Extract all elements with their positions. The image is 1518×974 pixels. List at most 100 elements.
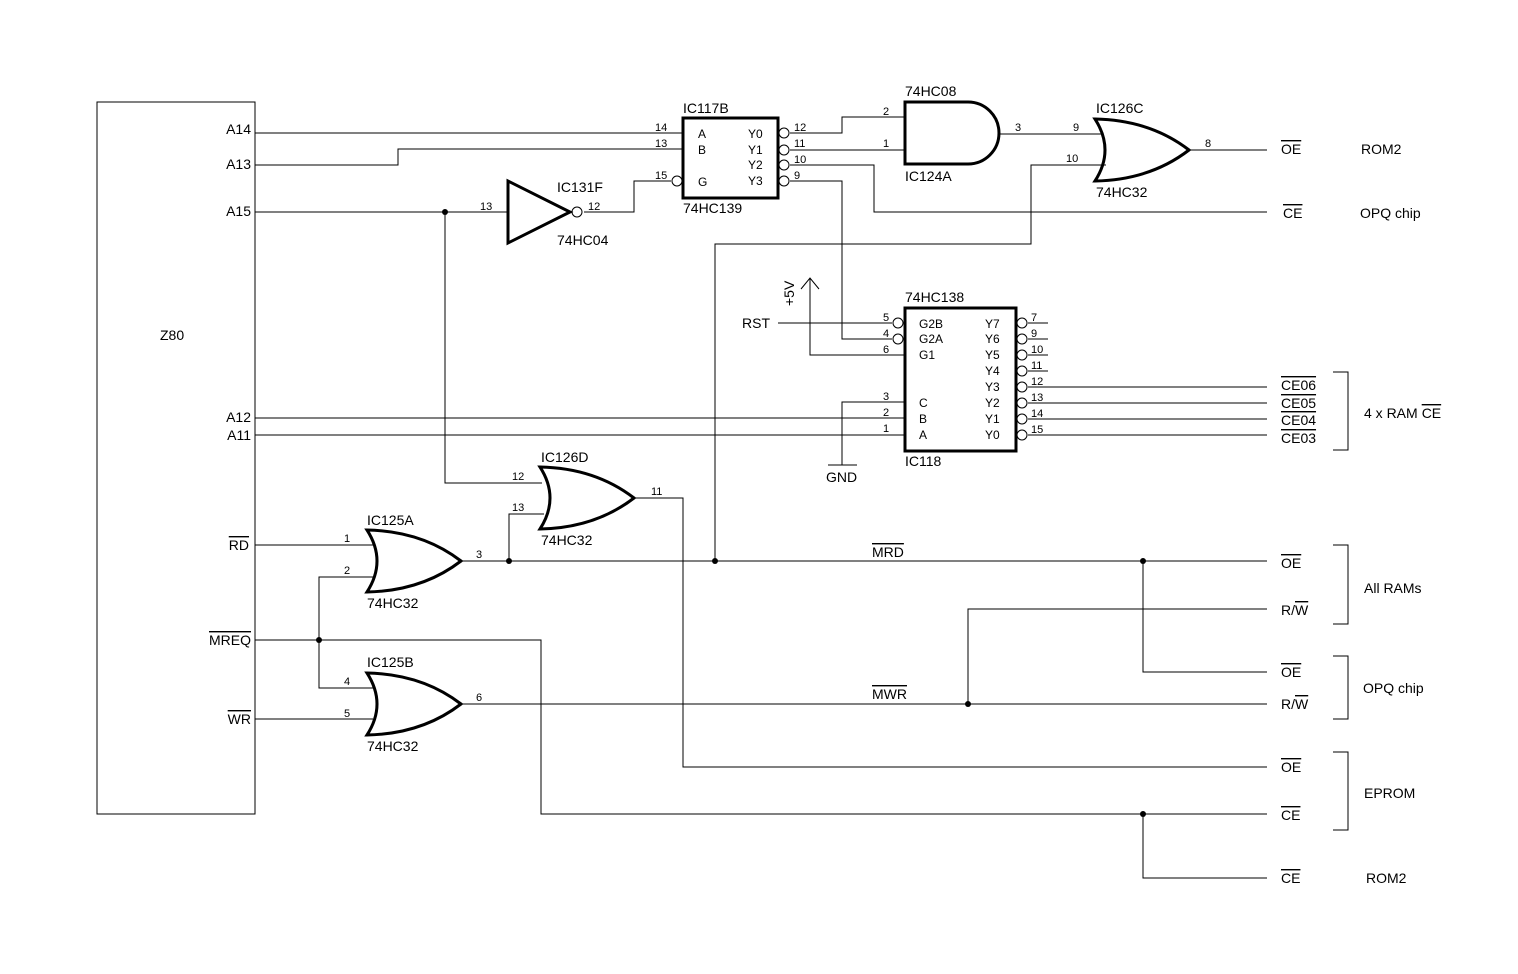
bracket-ram (1333, 371, 1349, 451)
wire-mwr-rams (967, 608, 1267, 704)
bracket-opq (1333, 655, 1349, 720)
ic126d-part: 74HC32 (541, 532, 593, 548)
signal-ce06: CE06 (1281, 377, 1316, 393)
output-bubble (1016, 365, 1028, 377)
ic118-in-g2b: G2B (919, 317, 943, 331)
pin-number: 9 (1031, 328, 1037, 340)
pin-number: 1 (344, 533, 350, 545)
pin-number: 13 (1031, 392, 1043, 404)
z80-pin-wr: WR (228, 711, 251, 727)
dest-ram4-ce: CE (1422, 405, 1441, 421)
output-bubble (1016, 397, 1028, 409)
rst-label: RST (742, 315, 770, 331)
bracket-eprom (1333, 751, 1349, 831)
gnd-label: GND (826, 469, 857, 485)
pin-number: 12 (588, 201, 600, 213)
pin-number: 3 (476, 549, 482, 561)
ic125b-part: 74HC32 (367, 738, 419, 754)
output-bubble (1016, 381, 1028, 393)
output-bubble (1016, 333, 1028, 345)
pin-number: 4 (344, 676, 350, 688)
wire-mreq (255, 639, 1267, 815)
ic118-out-y2: Y2 (985, 396, 1000, 410)
z80-pin-a14: A14 (226, 121, 251, 137)
ic125b-ref: IC125B (367, 654, 414, 670)
wire-mrd-opq (1142, 561, 1267, 673)
junction-dot (442, 209, 448, 215)
z80-pin-rd: RD (229, 537, 249, 553)
ic131f-inverter: IC131F 74HC04 13 12 (480, 178, 609, 248)
wire-y0 (790, 116, 905, 134)
pin-number: 4 (883, 328, 889, 340)
pin-number: 1 (883, 138, 889, 150)
signal-oe-rom2: OE (1281, 141, 1301, 157)
junctions (316, 209, 1146, 817)
or-gate-body (537, 465, 637, 531)
dest-opq: OPQ chip (1363, 680, 1424, 696)
dest-allrams: All RAMs (1364, 580, 1422, 596)
ic126c-ref: IC126C (1096, 100, 1143, 116)
group-brackets (1333, 371, 1349, 831)
ic125b-or-gate: IC125B 74HC32 4 5 6 (344, 654, 482, 754)
pin-number: 13 (655, 138, 667, 150)
ic118-out-y3: Y3 (985, 380, 1000, 394)
pin-number: 8 (1205, 138, 1211, 150)
output-bubble (1016, 413, 1028, 425)
pin-number: 15 (655, 170, 667, 182)
or-gate-body (364, 671, 464, 737)
ic118-in-a: A (919, 428, 927, 442)
z80-pin-a15: A15 (226, 203, 251, 219)
junction-dot (712, 558, 718, 564)
z80-pin-a13: A13 (226, 156, 251, 172)
pin-number: 3 (1015, 122, 1021, 134)
output-bubble (1016, 429, 1028, 441)
ic125a-part: 74HC32 (367, 595, 419, 611)
signal-labels: OE CE CE06 CE05 CE04 CE03 OE R/W OE R/W … (1281, 141, 1316, 886)
wire-y3 (790, 180, 892, 340)
pin-number: 9 (1073, 122, 1079, 134)
ic117b-decoder: IC117B 74HC139 A B G Y0 Y1 Y2 Y3 14 13 1… (655, 100, 806, 216)
ic117b-ref: IC117B (683, 100, 729, 116)
and-gate-body (903, 100, 1001, 166)
ic131f-ref: IC131F (557, 179, 603, 195)
junction-dot (1140, 811, 1146, 817)
ic125a-ref: IC125A (367, 512, 414, 528)
pin-number: 12 (1031, 376, 1043, 388)
ic118-in-g1: G1 (919, 348, 935, 362)
pin-number: 9 (794, 170, 800, 182)
input-bubble (892, 333, 904, 345)
z80-pin-a11: A11 (227, 427, 251, 443)
pin-number: 7 (1031, 312, 1037, 324)
output-bubble (778, 175, 790, 187)
pin-number: 1 (883, 423, 889, 435)
pin-number: 5 (883, 312, 889, 324)
pin-number: 15 (1031, 424, 1043, 436)
signal-oe-eprom: OE (1281, 759, 1301, 775)
pin-number: 11 (1031, 360, 1042, 372)
z80-label: Z80 (160, 327, 184, 343)
ic117b-out-y3: Y3 (748, 174, 763, 188)
power-symbols: +5V GND RST (742, 277, 857, 485)
pin-number: 6 (883, 344, 889, 356)
net-label-mwr: MWR (872, 686, 907, 702)
ic118-ref: IC118 (905, 453, 942, 469)
ic131f-part: 74HC04 (557, 232, 609, 248)
junction-dot (506, 558, 512, 564)
ic117b-out-y1: Y1 (748, 143, 763, 157)
wire-y2 (790, 164, 1267, 213)
ic126c-or-gate: IC126C 74HC32 9 10 8 (1066, 100, 1211, 200)
output-bubble (778, 144, 790, 156)
or-gate-body (1092, 117, 1192, 183)
signal-oe-opq: OE (1281, 664, 1301, 680)
bracket-allrams (1333, 544, 1349, 625)
wire-mreq-branch (318, 576, 373, 689)
pin-number: 14 (1031, 408, 1043, 420)
wire-gnd (841, 401, 905, 465)
vcc-arrow (800, 277, 820, 290)
pin-number: 14 (655, 122, 667, 134)
ic118-in-g2a: G2A (919, 332, 943, 346)
pin-number: 13 (480, 201, 492, 213)
